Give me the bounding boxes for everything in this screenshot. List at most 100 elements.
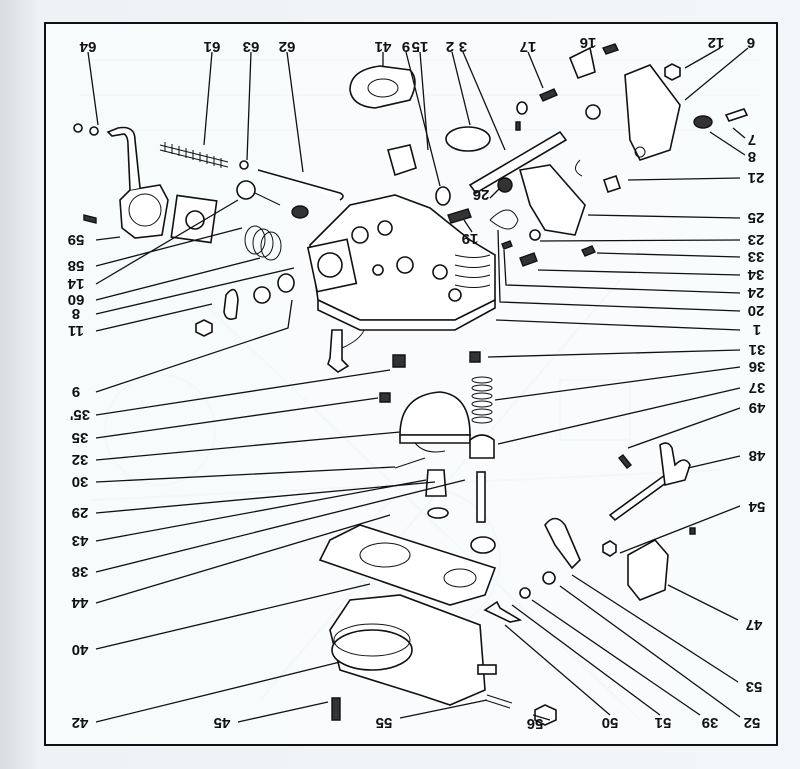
callout-20: 20 (748, 302, 765, 319)
callout-41: 41 (375, 38, 392, 55)
callout-31: 31 (749, 341, 766, 358)
parts (73, 43, 749, 726)
callout-37: 37 (749, 379, 766, 396)
callout-15: 15 (412, 38, 429, 55)
washer-63 (239, 160, 249, 170)
spring-8-small (291, 205, 309, 219)
callout-14: 14 (67, 275, 84, 292)
callout-39: 39 (702, 714, 719, 731)
callout-49: 49 (749, 399, 766, 416)
callout-54: 54 (748, 498, 765, 515)
jet-26 (497, 177, 513, 193)
nut-54 (602, 540, 617, 557)
washer-43 (427, 507, 449, 519)
spring-36 (471, 376, 493, 424)
callout-45: 45 (214, 714, 231, 731)
rod-62 (257, 169, 344, 201)
callout-30: 30 (72, 473, 89, 490)
spring-8 (693, 115, 713, 129)
ring-9-top (435, 186, 451, 206)
callout-59: 59 (68, 231, 85, 248)
jet-24 (501, 240, 513, 250)
callout-60: 60 (68, 291, 85, 308)
callout-61: 61 (204, 38, 221, 55)
callout-2: 2 (446, 38, 454, 55)
fitting-56 (534, 704, 557, 726)
ball-23 (529, 229, 541, 241)
callout-19: 19 (462, 230, 479, 247)
callout-21: 21 (748, 169, 765, 186)
jet-34 (519, 252, 538, 267)
callout-33: 33 (748, 248, 765, 265)
callout-12: 12 (708, 34, 725, 51)
banjo-fitting-9 (327, 329, 350, 373)
callout-11: 11 (68, 322, 84, 339)
nut-64b (89, 126, 99, 136)
piston-37 (469, 434, 495, 459)
callout-8-right: 8 (748, 148, 756, 165)
screw-16 (602, 43, 619, 55)
plug-35prime (392, 354, 406, 368)
callout-63: 63 (243, 38, 260, 55)
nut-11 (195, 319, 213, 337)
shaft-54 (608, 473, 672, 522)
tab-washer (223, 288, 239, 320)
callout-40: 40 (72, 641, 89, 658)
gasket-41 (349, 65, 416, 109)
choke-cover-assembly (106, 126, 169, 239)
callout-35: 35 (72, 429, 89, 446)
washer-small (516, 101, 528, 115)
nut-12 (664, 63, 681, 81)
clip (575, 159, 583, 177)
callout-17: 17 (520, 38, 537, 55)
callout-23: 23 (748, 231, 765, 248)
filter-55 (484, 694, 513, 709)
link-53 (544, 517, 581, 570)
plate-47 (627, 538, 669, 601)
callout-52: 52 (744, 714, 761, 731)
callout-32: 32 (72, 451, 89, 468)
callout-48: 48 (749, 447, 766, 464)
screw-47 (689, 527, 696, 535)
lever-50 (483, 600, 523, 623)
callout-labels: 64 61 63 62 41 15 9 2 3 17 16 12 6 7 8 2… (67, 34, 765, 732)
screw-17 (539, 88, 558, 102)
callout-58: 58 (68, 257, 85, 274)
callout-50: 50 (602, 714, 619, 731)
plate-25 (518, 164, 586, 236)
callout-29: 29 (72, 504, 89, 521)
jet-19 (447, 208, 472, 224)
spring-20 (489, 209, 519, 230)
plug-35 (379, 392, 391, 403)
callout-1: 1 (753, 321, 761, 338)
callout-6-top: 6 (747, 34, 755, 51)
spring-49 (618, 454, 632, 469)
carburetor-lower-body (329, 594, 497, 706)
callout-26: 26 (473, 186, 490, 203)
float-32 (399, 391, 471, 436)
callout-34: 34 (747, 266, 764, 283)
plug-31 (469, 351, 481, 363)
callout-44: 44 (71, 594, 88, 611)
washer-51 (519, 587, 531, 599)
screw-59 (83, 214, 97, 224)
gasket-44 (318, 524, 497, 606)
lever-6 (624, 64, 681, 161)
washer-39 (542, 571, 556, 585)
spring-60 (244, 225, 282, 261)
callout-3: 3 (459, 38, 467, 55)
pin-30 (394, 457, 426, 469)
callout-9-top: 9 (402, 38, 410, 55)
valve-50 (470, 536, 496, 554)
callout-43: 43 (72, 532, 89, 549)
callout-25: 25 (748, 209, 765, 226)
screw-45 (331, 697, 341, 721)
needle-valve-29 (425, 469, 447, 497)
callout-47: 47 (746, 616, 763, 633)
callout-24: 24 (747, 284, 764, 301)
carburetor-upper-body (306, 194, 496, 331)
callout-64: 64 (79, 38, 96, 55)
callout-35-prime: 35' (70, 406, 90, 423)
ring-9 (277, 273, 295, 293)
diaphragm-boss (185, 210, 205, 230)
